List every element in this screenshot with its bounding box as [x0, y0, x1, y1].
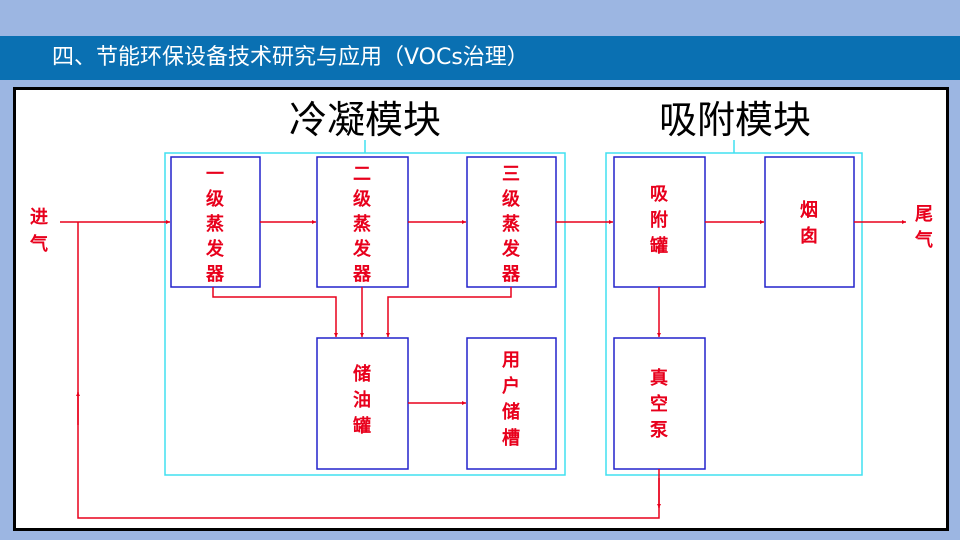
diagram-frame [13, 87, 949, 531]
oil-tank-label: 储 [352, 363, 371, 385]
user-tank-box [466, 337, 557, 470]
evaporator3-label: 三 [502, 164, 520, 185]
evaporator2-label: 器 [352, 264, 372, 285]
vacuum-pump-label: 真 [650, 367, 668, 389]
condensation-module-title: 冷凝模块 [289, 98, 441, 142]
chimney-label: 烟 [800, 199, 818, 221]
evaporator2-label: 发 [352, 238, 372, 260]
title-bar [0, 36, 960, 80]
inlet-label-1: 进 [30, 207, 48, 228]
evaporator3-label: 蒸 [502, 214, 520, 235]
evaporator3-label: 级 [502, 188, 521, 210]
evaporator2-label: 级 [353, 188, 372, 210]
adsorber-label: 吸 [650, 184, 669, 205]
oil-tank-label: 罐 [352, 415, 371, 437]
evaporator2-label: 蒸 [353, 214, 371, 235]
evaporator3-label: 发 [501, 238, 521, 260]
chimney-box [764, 156, 855, 288]
slide-title: 四、节能环保设备技术研究与应用（VOCs治理） [52, 45, 529, 70]
outlet-label-1: 尾 [915, 204, 933, 225]
user-tank-label: 户 [502, 375, 520, 397]
adsorber-label: 罐 [649, 235, 668, 257]
adsorption-module-title: 吸附模块 [659, 98, 811, 142]
outlet-label-2: 气 [914, 229, 933, 251]
user-tank-label: 储 [501, 401, 520, 423]
evaporator1-label: 一 [206, 164, 224, 185]
vacuum-pump-label: 空 [650, 393, 668, 415]
oil-tank-label: 油 [353, 389, 371, 411]
evaporator1-label: 蒸 [206, 214, 224, 235]
evaporator2-label: 二 [353, 164, 371, 185]
evaporator3-label: 器 [501, 264, 521, 285]
adsorption-module-box [605, 152, 863, 476]
user-tank-label: 槽 [502, 427, 520, 449]
evap3-to-oil-tank-arrow [386, 287, 512, 337]
vacuum-pump-label: 泵 [650, 420, 668, 441]
adsorber-label: 附 [650, 209, 668, 231]
evap1-to-oil-tank-arrow [212, 287, 338, 337]
evaporator1-label: 发 [205, 238, 225, 260]
top-band [0, 0, 960, 36]
evaporator1-label: 级 [206, 188, 225, 210]
chimney-label: 囱 [800, 225, 818, 247]
evaporator1-label: 器 [205, 264, 225, 285]
inlet-label-2: 气 [29, 233, 48, 255]
user-tank-label: 用 [502, 350, 520, 371]
